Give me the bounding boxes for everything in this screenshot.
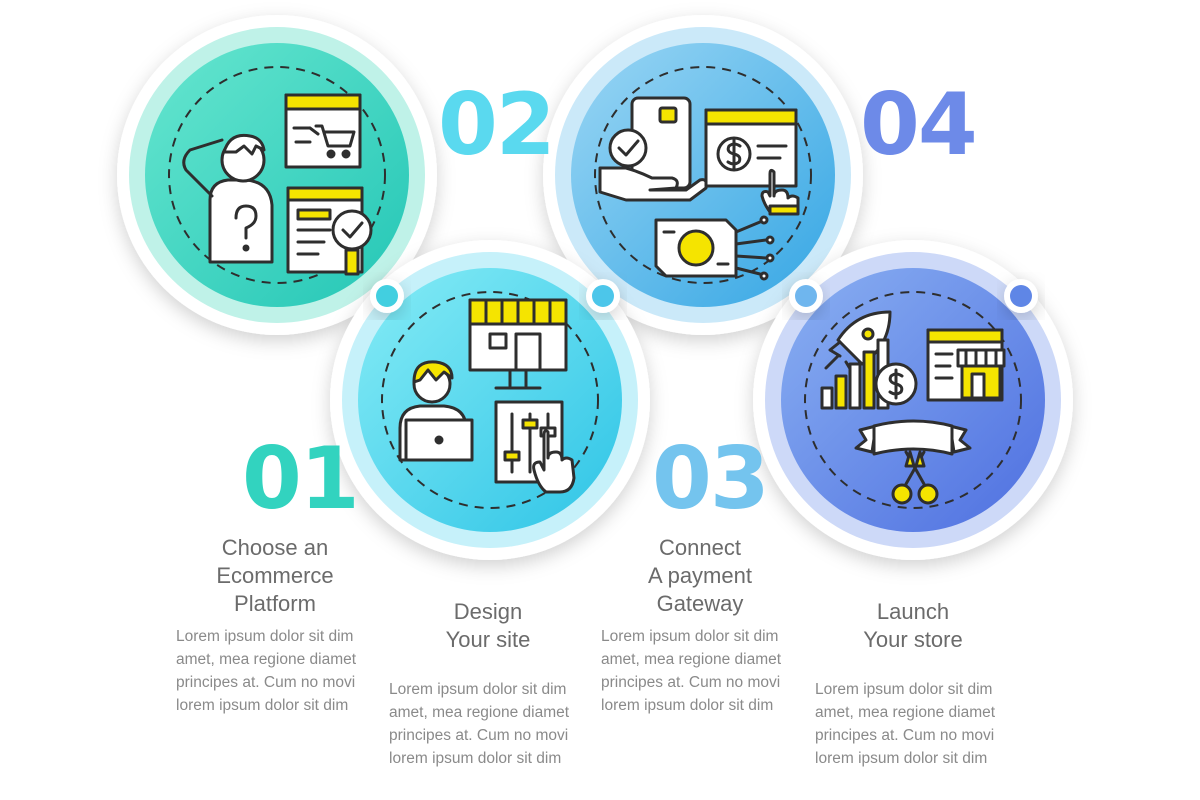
step-2-title: Design Your site: [445, 599, 531, 652]
step-4-description: Lorem ipsum dolor sit dim amet, mea regi…: [815, 681, 996, 767]
storefront-monitor-icon: [468, 298, 568, 390]
step-3-number: 03: [652, 429, 770, 529]
step-1-description: Lorem ipsum dolor sit dim amet, mea regi…: [176, 628, 357, 714]
card-payment-approved-icon: [598, 96, 708, 202]
step-1-title: Choose an Ecommerce Platform: [216, 535, 334, 616]
step-3-title: Connect A payment Gateway: [648, 535, 752, 616]
step-1-number: 01: [242, 429, 360, 529]
step-3-description: Lorem ipsum dolor sit dim amet, mea regi…: [601, 628, 782, 714]
step-4-number: 04: [860, 75, 978, 175]
connector-dot-3: [789, 279, 823, 313]
connector-dot-2: [586, 279, 620, 313]
online-dollar-payment-icon: [704, 108, 800, 216]
step-4-title: Launch Your store: [863, 599, 963, 652]
step-2-description: Lorem ipsum dolor sit dim amet, mea regi…: [389, 681, 570, 767]
online-store-window-icon: [926, 328, 1006, 402]
touch-settings-sliders-icon: [494, 400, 576, 494]
rocket-growth-icon: [820, 310, 918, 410]
connector-dot-1: [370, 279, 404, 313]
online-shopping-cart-icon: [284, 93, 362, 169]
ribbon-cutting-icon: [854, 419, 972, 505]
web-designer-icon: [398, 360, 474, 462]
connector-dot-4: [1004, 279, 1038, 313]
checklist-approved-icon: [286, 186, 373, 276]
confused-person-icon: [182, 133, 274, 264]
step-2-number: 02: [438, 75, 556, 175]
digital-money-icon: [654, 215, 775, 281]
